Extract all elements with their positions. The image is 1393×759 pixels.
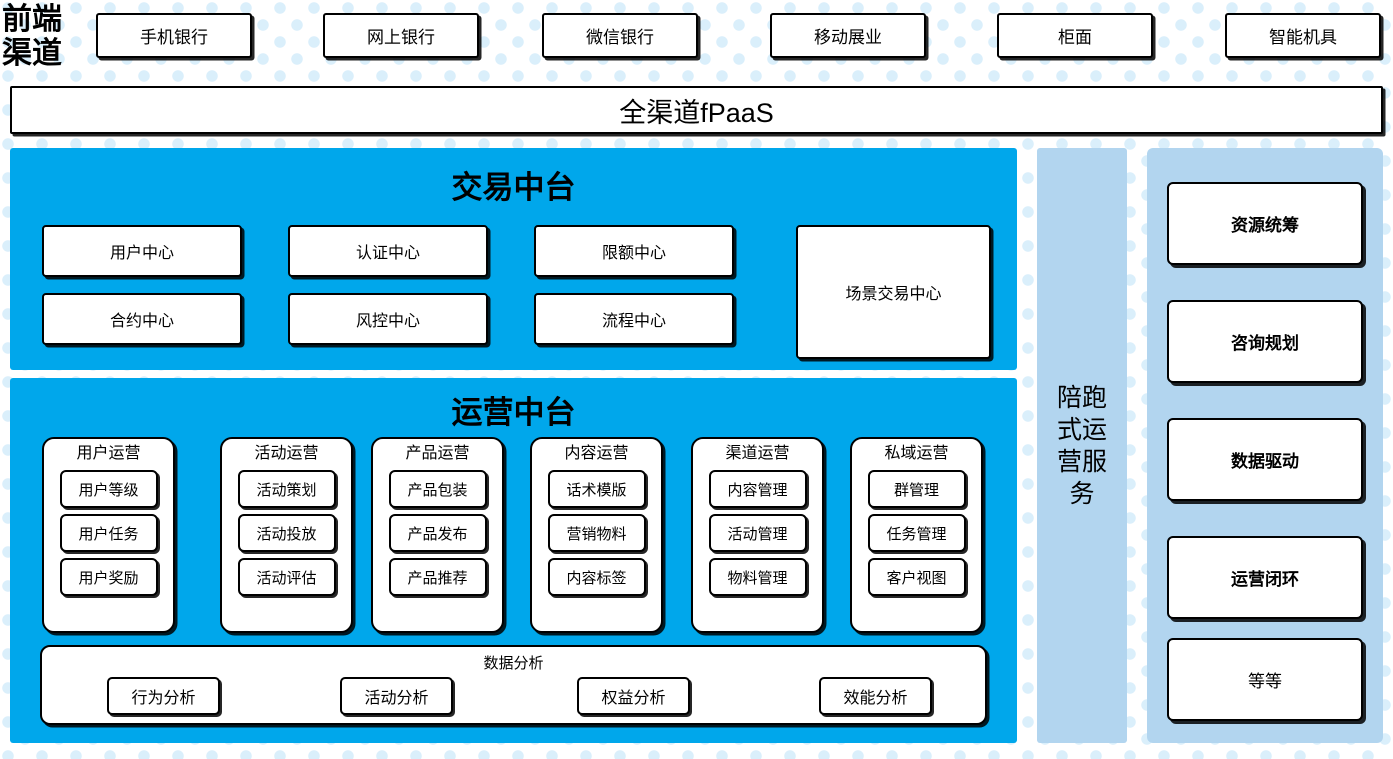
data-analysis-title: 数据分析 (483, 655, 544, 672)
ops-group-card: 内容运营话术模版营销物料内容标签 (530, 437, 663, 633)
trade-center-box[interactable]: 限额中心 (534, 225, 734, 277)
ops-group-item[interactable]: 活动管理 (708, 514, 807, 552)
ops-group-item[interactable]: 用户等级 (59, 470, 158, 508)
trade-center-box-label: 用户中心 (109, 245, 174, 262)
channel-box[interactable]: 网上银行 (323, 13, 479, 58)
service-capability-item[interactable]: 资源统筹 (1167, 182, 1363, 265)
trade-center-box-label: 合约中心 (109, 313, 174, 330)
ops-group-title: 渠道运营 (725, 445, 790, 462)
ops-group-card: 活动运营活动策划活动投放活动评估 (220, 437, 353, 633)
trade-center-box-label: 限额中心 (601, 245, 666, 262)
accompanying-operation-service-column: 陪跑式运营服务 (1037, 148, 1127, 743)
ops-group-title: 私域运营 (884, 445, 949, 462)
service-capability-item[interactable]: 咨询规划 (1167, 300, 1363, 383)
omnichannel-fpaas-bar[interactable]: 全渠道fPaaS (10, 86, 1383, 134)
ops-group-item[interactable]: 任务管理 (867, 514, 966, 552)
ops-group-card: 私域运营群管理任务管理客户视图 (850, 437, 983, 633)
ops-group-item[interactable]: 内容管理 (708, 470, 807, 508)
channel-box-label: 智能机具 (1269, 28, 1337, 47)
trade-center-box[interactable]: 认证中心 (288, 225, 488, 277)
trade-center-box-label: 场景交易中心 (845, 286, 942, 303)
front-channel-label-line1: 前端 (2, 3, 62, 36)
trade-middle-platform-panel: 交易中台 用户中心 认证中心 限额中心合约中心 风控中心 流程中心 场景交易中心 (10, 148, 1017, 370)
ops-group-item[interactable]: 活动策划 (237, 470, 336, 508)
channel-box[interactable]: 柜面 (997, 13, 1153, 58)
channel-box-label: 微信银行 (586, 28, 654, 47)
ops-group-title: 产品运营 (405, 445, 470, 462)
ops-group-item[interactable]: 用户任务 (59, 514, 158, 552)
trade-center-box-label: 风控中心 (355, 313, 420, 330)
ops-group-item[interactable]: 物料管理 (708, 558, 807, 596)
channel-box-label: 移动展业 (814, 28, 882, 47)
ops-group-item[interactable]: 内容标签 (547, 558, 646, 596)
trade-platform-title: 交易中台 (451, 170, 576, 205)
data-analysis-item[interactable]: 效能分析 (819, 677, 932, 715)
trade-center-box-label: 认证中心 (355, 245, 420, 262)
ops-group-item[interactable]: 产品包装 (388, 470, 487, 508)
data-analysis-item[interactable]: 活动分析 (340, 677, 453, 715)
front-channel-label-line2: 渠道 (2, 37, 62, 70)
trade-center-box[interactable]: 场景交易中心 (796, 225, 991, 359)
channel-box[interactable]: 手机银行 (96, 13, 252, 58)
trade-center-box-label: 流程中心 (601, 313, 666, 330)
ops-group-item[interactable]: 话术模版 (547, 470, 646, 508)
ops-group-item[interactable]: 用户奖励 (59, 558, 158, 596)
trade-center-box[interactable]: 用户中心 (42, 225, 242, 277)
service-capability-panel: 资源统筹咨询规划数据驱动运营闭环等等 (1147, 148, 1383, 743)
channel-box[interactable]: 微信银行 (542, 13, 698, 58)
ops-group-item[interactable]: 客户视图 (867, 558, 966, 596)
data-analysis-item[interactable]: 权益分析 (577, 677, 690, 715)
data-analysis-item[interactable]: 行为分析 (107, 677, 220, 715)
ops-group-item[interactable]: 营销物料 (547, 514, 646, 552)
trade-center-box[interactable]: 流程中心 (534, 293, 734, 345)
ops-group-title: 活动运营 (254, 445, 319, 462)
channel-box[interactable]: 移动展业 (770, 13, 926, 58)
data-analysis-card: 数据分析 行为分析 活动分析 权益分析 效能分析 (40, 645, 987, 725)
service-capability-item[interactable]: 数据驱动 (1167, 418, 1363, 501)
service-column-label: 陪跑式运营服务 (1056, 383, 1107, 508)
ops-group-card: 渠道运营内容管理活动管理物料管理 (691, 437, 824, 633)
ops-group-title: 用户运营 (76, 445, 141, 462)
channel-box-label: 柜面 (1058, 28, 1092, 47)
ops-group-item[interactable]: 活动评估 (237, 558, 336, 596)
front-channel-label: 前端 渠道 (2, 2, 88, 72)
ops-group-card: 用户运营用户等级用户任务用户奖励 (42, 437, 175, 633)
service-capability-item[interactable]: 等等 (1167, 638, 1363, 721)
ops-group-item[interactable]: 产品发布 (388, 514, 487, 552)
ops-group-item[interactable]: 产品推荐 (388, 558, 487, 596)
channel-box-label: 手机银行 (140, 28, 208, 47)
channel-box-label: 网上银行 (367, 28, 435, 47)
trade-center-box[interactable]: 合约中心 (42, 293, 242, 345)
channel-box[interactable]: 智能机具 (1225, 13, 1381, 58)
ops-group-title: 内容运营 (564, 445, 629, 462)
ops-group-item[interactable]: 群管理 (867, 470, 966, 508)
ops-group-item[interactable]: 活动投放 (237, 514, 336, 552)
fpaas-label: 全渠道fPaaS (619, 97, 774, 128)
service-capability-item[interactable]: 运营闭环 (1167, 536, 1363, 619)
ops-group-card: 产品运营产品包装产品发布产品推荐 (371, 437, 504, 633)
ops-platform-title: 运营中台 (451, 395, 576, 430)
trade-center-box[interactable]: 风控中心 (288, 293, 488, 345)
